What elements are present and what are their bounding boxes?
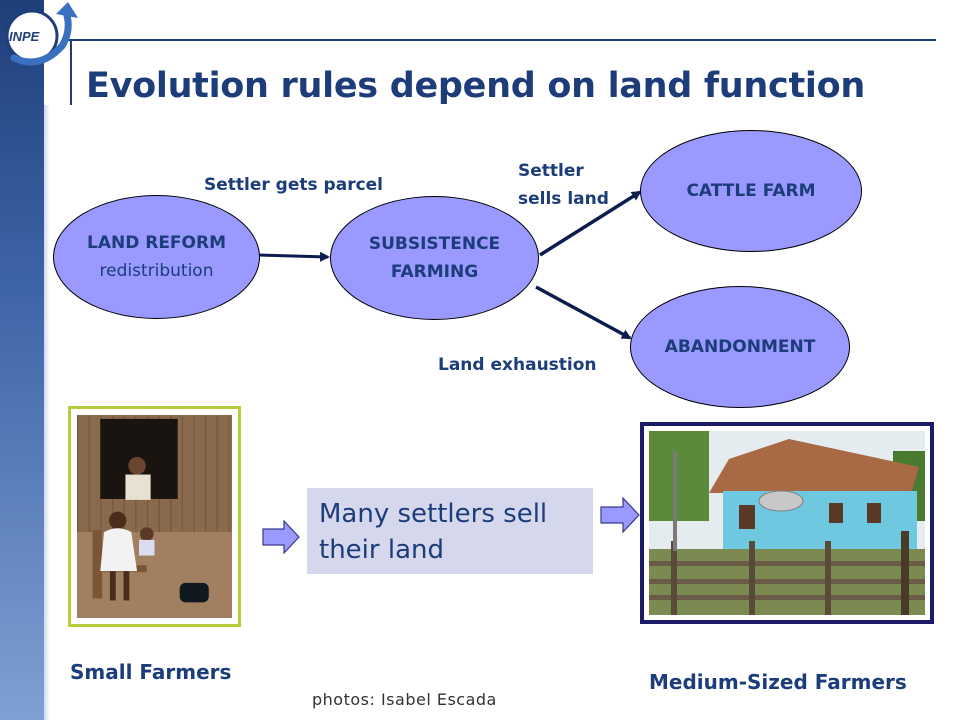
node-abandonment-label: ABANDONMENT xyxy=(664,337,816,357)
inpe-logo: INPE xyxy=(5,2,78,66)
block-arrow-right xyxy=(600,497,640,533)
node-cattle-farm-label: CATTLE FARM xyxy=(686,181,816,201)
slide-title: Evolution rules depend on land function xyxy=(86,66,865,106)
edge-label-sells-land-line1: Settler xyxy=(518,161,584,181)
header-vertical-rule xyxy=(70,39,72,105)
photo-medium-farmers xyxy=(640,422,934,624)
callout-line2: their land xyxy=(319,535,444,565)
node-land-reform-title: LAND REFORM xyxy=(86,233,227,253)
logo-text: INPE xyxy=(9,29,40,44)
caption-medium-farmers: Medium-Sized Farmers xyxy=(649,670,907,694)
flow-diagram-arrows xyxy=(257,190,642,340)
node-subsistence-line2: FARMING xyxy=(390,262,479,282)
node-subsistence-line1: SUBSISTENCE xyxy=(368,234,501,254)
node-land-reform-subtitle: redistribution xyxy=(99,261,214,281)
arrow-subsistence-to-cattle xyxy=(539,190,642,257)
photo-medium-farmers-image xyxy=(649,431,925,615)
node-land-reform: LAND REFORM redistribution xyxy=(53,195,260,319)
edge-label-land-exhaustion: Land exhaustion xyxy=(438,355,597,375)
photo-small-farmers-image xyxy=(77,415,232,618)
header-rule xyxy=(66,39,936,41)
node-abandonment: ABANDONMENT xyxy=(630,286,850,408)
node-cattle-farm: CATTLE FARM xyxy=(640,130,862,252)
sidebar-fade xyxy=(44,105,50,720)
photo-small-farmers xyxy=(68,406,241,627)
photo-credit: photos: Isabel Escada xyxy=(312,690,497,709)
node-subsistence-farming: SUBSISTENCE FARMING xyxy=(330,196,539,320)
edge-label-sells-land-line2: sells land xyxy=(518,189,609,209)
callout-many-settlers: Many settlers sell their land xyxy=(307,488,593,574)
caption-small-farmers: Small Farmers xyxy=(70,660,232,684)
arrow-subsistence-to-abandonment xyxy=(535,285,632,340)
sidebar-band xyxy=(0,0,44,720)
block-arrow-left xyxy=(262,520,300,554)
edge-label-gets-parcel: Settler gets parcel xyxy=(204,175,384,195)
arrow-reform-to-subsistence xyxy=(257,251,330,262)
callout-line1: Many settlers sell xyxy=(319,499,548,529)
